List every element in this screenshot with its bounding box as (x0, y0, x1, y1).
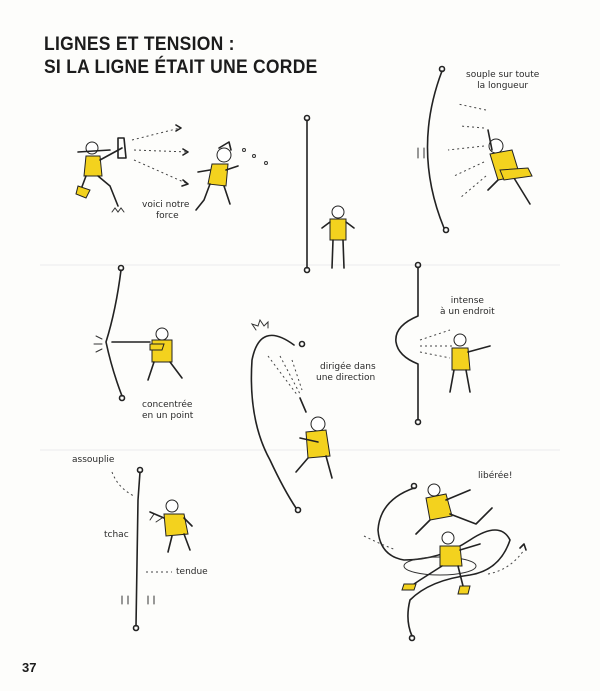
figure-force-receiver (195, 141, 268, 211)
caption-souple-line-1: souple sur toute (466, 70, 540, 80)
rope-straight (303, 114, 311, 274)
rope-whip (111, 466, 172, 632)
figure-intense (449, 333, 491, 393)
caption-dirigee: dirigée dans une direction (316, 362, 376, 384)
background-sketch (40, 264, 560, 451)
page-number: 37 (22, 660, 37, 675)
figure-standing (321, 205, 355, 269)
rope-curved (417, 65, 450, 234)
caption-concentree-line-2: en un point (142, 411, 194, 421)
figure-concentree (111, 327, 183, 381)
caption-tchac: tchac (104, 530, 129, 540)
caption-concentree-line-1: concentrée (142, 400, 193, 410)
rope-lasso (250, 318, 306, 514)
figure-souple (487, 129, 533, 205)
title-line-1: LIGNES ET TENSION : (44, 34, 235, 55)
caption-liberee: libérée! (478, 471, 513, 481)
figure-dirigee (295, 397, 333, 479)
caption-force: voici notre force (142, 200, 189, 222)
caption-intense-line-2: à un endroit (440, 307, 495, 317)
caption-intense: intense à un endroit (440, 296, 495, 318)
caption-tendue: tendue (176, 567, 208, 577)
title-line-2: SI LA LIGNE ÉTAIT UNE CORDE (44, 57, 318, 78)
caption-dirigee-line-2: une direction (316, 373, 376, 383)
page-title: LIGNES ET TENSION : SI LA LIGNE ÉTAIT UN… (44, 33, 318, 79)
figure-force-thrower (75, 137, 127, 213)
caption-force-line-2: force (156, 211, 179, 221)
souple-arrows (447, 103, 487, 199)
figure-tchac (149, 499, 193, 553)
caption-assouplie: assouplie (72, 455, 115, 465)
caption-intense-line-1: intense (450, 296, 484, 306)
force-arrows (131, 124, 189, 187)
caption-concentree: concentrée en un point (142, 400, 193, 422)
caption-souple: souple sur toute la longueur (466, 70, 539, 92)
caption-force-line-1: voici notre (142, 200, 190, 210)
figures-liberee (401, 483, 493, 595)
caption-souple-line-2: la longueur (477, 81, 529, 91)
rope-kinked (93, 264, 126, 402)
rope-bulge (395, 261, 452, 426)
caption-dirigee-line-1: dirigée dans (320, 362, 376, 372)
